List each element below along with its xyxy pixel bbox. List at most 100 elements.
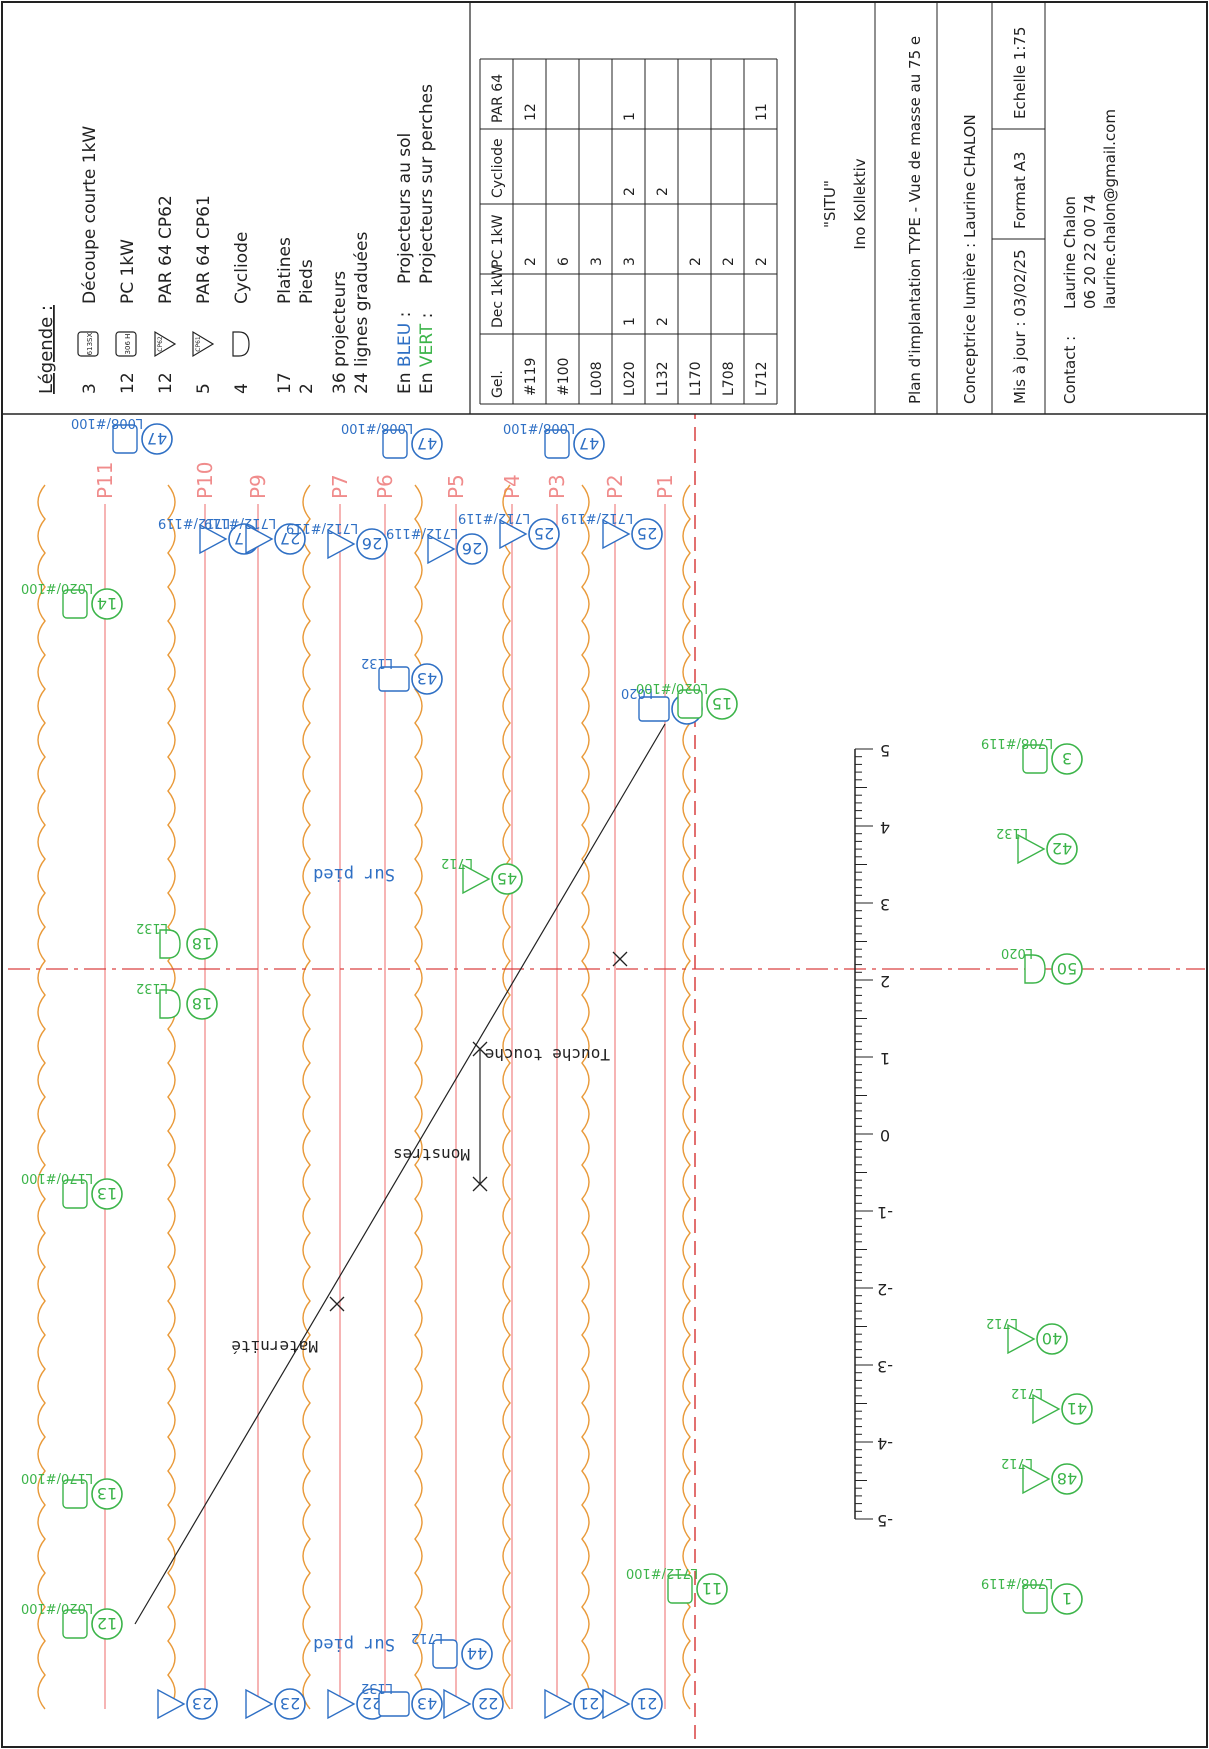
fixture-number-circle: [1051, 1583, 1083, 1615]
fixture-gel: L712: [441, 855, 473, 870]
fixture-number: 1: [1062, 1589, 1072, 1608]
fixture-number: 21: [579, 1694, 599, 1713]
fixture-gel: L712/#119: [286, 520, 358, 535]
fixture-number-circle: [411, 1688, 443, 1720]
fixture-23: 23: [245, 1688, 306, 1720]
ruler-label: -4: [877, 1434, 893, 1453]
legend-label: PAR 64 CP61: [194, 195, 214, 304]
par-body: [1007, 1323, 1036, 1355]
table-header: Gel.: [490, 370, 506, 398]
ruler-label: -5: [877, 1511, 893, 1530]
par-body: [245, 1688, 274, 1720]
fixture-gel: L132: [136, 980, 168, 995]
table-cell: 1: [622, 317, 638, 326]
pc-body: [544, 429, 570, 459]
ruler-label: -1: [877, 1203, 893, 1222]
ruler-label: 3: [880, 895, 890, 914]
legend-count: 12: [118, 372, 138, 394]
title-company: Ino Kollektiv: [851, 158, 869, 249]
fixture-number-circle: [274, 523, 306, 555]
par-body: [1022, 1463, 1051, 1495]
table-cell: L712: [754, 361, 770, 396]
ruler-label: 0: [880, 1126, 890, 1145]
title-scale: Echelle 1:75: [1011, 27, 1029, 119]
fixture-number-circle: [1051, 1463, 1083, 1495]
fixture-number: 21: [637, 1694, 657, 1713]
table-cell: 12: [523, 103, 539, 121]
fixture-number: 12: [97, 1614, 117, 1633]
table-cell: L020: [622, 361, 638, 396]
table-header: PAR 64: [490, 74, 506, 123]
pipe-wave: [167, 484, 176, 1710]
fixture-number: 14: [97, 594, 117, 613]
fixture-number-circle: [186, 928, 218, 960]
contact-line: 06 20 22 00 74: [1081, 194, 1099, 309]
fixture-number-circle: [91, 588, 123, 620]
fixture-gel: L132: [136, 920, 168, 935]
batten-label: P10: [193, 461, 217, 499]
fixture-gel: L020/#100: [636, 680, 708, 695]
color-key-label: Projecteurs au sol: [395, 133, 415, 284]
legend-label: Platines: [275, 237, 295, 304]
par-body: [544, 1688, 573, 1720]
fixture-number: 43: [417, 669, 437, 688]
fixture-number: 22: [478, 1694, 498, 1713]
legend-symbol-cycliode: [232, 331, 250, 357]
par-body: [602, 1688, 631, 1720]
fixture-gel: L712/#119: [386, 525, 458, 540]
fixture-number: 41: [1067, 1399, 1087, 1418]
fixture-number: 45: [497, 869, 517, 888]
fixture-gel: L020: [1001, 945, 1033, 960]
touche-label: Touche touche: [485, 1045, 610, 1064]
pipe-wave: [502, 484, 511, 1710]
fixture-gel: L170/#100: [21, 1470, 93, 1485]
fixture-number-circle: [274, 1688, 306, 1720]
fixture-number-circle: [1036, 1323, 1068, 1355]
ruler-label: 2: [880, 972, 890, 991]
batten-label: P6: [373, 474, 397, 499]
fixture-gel: L708/#119: [981, 735, 1053, 750]
fixture-number-circle: [1046, 833, 1078, 865]
par-body: [1017, 833, 1046, 865]
fixture-number-circle: [1051, 953, 1083, 985]
table-header: Dec 1kW: [490, 265, 506, 328]
contact-line: Laurine Chalon: [1061, 196, 1079, 309]
fixture-number-circle: [528, 518, 560, 550]
legend-count: 17: [275, 372, 295, 394]
cyc-body: [159, 989, 181, 1019]
batten-label: P2: [603, 474, 627, 499]
fixture-number: 22: [362, 1694, 382, 1713]
dec-body: [378, 666, 410, 692]
fixture-number: 50: [1057, 959, 1077, 978]
fixture-number-circle: [411, 428, 443, 460]
fixture-number-circle: [91, 1608, 123, 1640]
table-cell: 2: [655, 317, 671, 326]
legend-label: Découpe courte 1kW: [80, 126, 100, 304]
batten-label: P5: [444, 474, 468, 499]
fixture-gel: L712/#119: [458, 510, 530, 525]
fixture-number: 18: [192, 934, 212, 953]
legend-symbol-306 H: [115, 331, 137, 357]
fixture-number-circle: [461, 1638, 493, 1670]
dec-body: [638, 696, 670, 722]
fixture-number-circle: [696, 1573, 728, 1605]
legend-panel: Légende :: [2, 2, 1207, 415]
fixture-number-circle: [91, 1178, 123, 1210]
pc-body: [62, 1479, 88, 1509]
fixture-number-circle: [573, 428, 605, 460]
table-header: PC 1kW: [490, 214, 506, 268]
sight-line: [134, 723, 666, 1625]
table-cell: 2: [622, 187, 638, 196]
pipe-wave: [682, 484, 691, 1710]
